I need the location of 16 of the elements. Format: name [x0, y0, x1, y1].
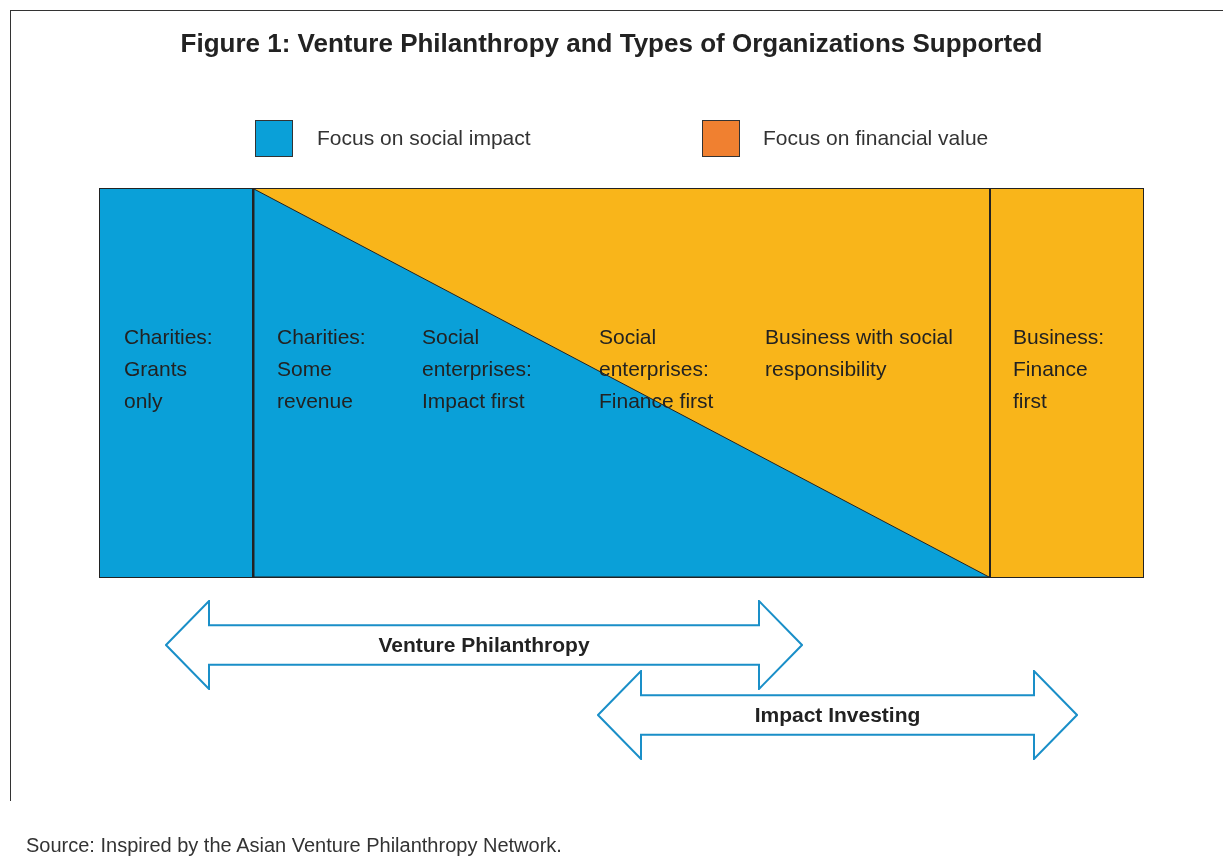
range-span-marker: [597, 670, 1078, 760]
category-label: Social enterprises: Impact first: [422, 324, 533, 414]
legend-label: Focus on financial value: [763, 126, 989, 150]
split-panel: [253, 188, 990, 578]
category-panel: [99, 188, 253, 578]
range-span-marker: [165, 600, 803, 690]
category-label: Business: Finance first: [1013, 324, 1106, 414]
category-label: Charities: Some revenue: [277, 324, 367, 414]
figure-title: Figure 1: Venture Philanthropy and Types of Organizations Supported: [179, 28, 1044, 59]
category-label: Business with social responsibility: [765, 324, 954, 382]
arrow-label: Venture Philanthropy: [378, 632, 590, 658]
legend-label: Focus on social impact: [317, 126, 531, 150]
source-note: Source: Inspired by the Asian Venture Philanthropy Network.: [26, 834, 562, 857]
category-panel: [990, 188, 1144, 578]
category-label: Charities: Grants only: [124, 324, 214, 414]
arrow-label: Impact Investing: [754, 702, 921, 728]
